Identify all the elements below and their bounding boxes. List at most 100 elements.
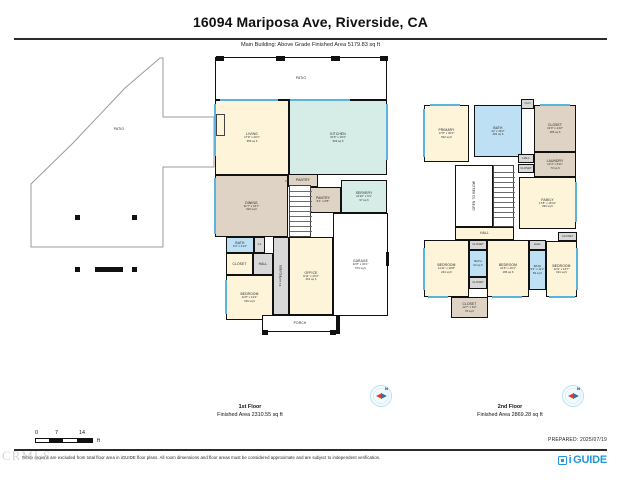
room-area: 676 sq ft xyxy=(355,265,366,270)
compass-north-label: N xyxy=(577,386,580,391)
patio-post xyxy=(216,56,224,61)
room-bath-2f-small: BATH 62 sq ft xyxy=(469,250,487,277)
room-dimension: 17'8" x 16'11" xyxy=(538,200,557,205)
window xyxy=(220,99,278,101)
porch-post xyxy=(330,330,336,335)
room-dimension: 22'8" x 30'1" xyxy=(352,262,369,267)
room-hall-2f-upper: HALL xyxy=(518,154,534,163)
room-label: BEDROOM xyxy=(240,292,259,297)
window xyxy=(430,104,460,106)
room-dimension: 31'5" x 19'4" xyxy=(330,135,346,140)
room-dimension: 21'7" x 16'7" xyxy=(243,203,260,208)
compass-rose-floor1: N xyxy=(370,385,392,407)
room-label: HALL xyxy=(522,155,530,160)
room-hall-2f-center: HALL xyxy=(455,227,514,240)
room-closet-2f-a: CLOSET xyxy=(518,164,534,173)
room-label: FOYER xyxy=(278,265,283,278)
compass-north-label: N xyxy=(385,386,388,391)
fireplace xyxy=(216,114,225,136)
staircase-2f xyxy=(493,165,515,227)
window xyxy=(290,99,350,101)
room-label: LIVING xyxy=(246,132,258,137)
room-label: KITCHEN xyxy=(330,132,346,137)
room-porch: PORCH xyxy=(262,315,338,332)
room-label: CLOSET xyxy=(561,233,574,238)
room-dimension: 11'8" x 14'2" xyxy=(241,295,258,300)
room-area: 669 sq ft xyxy=(332,138,344,143)
room-primary-bath: BATH 22' x 16'2" 281 sq ft xyxy=(474,105,522,157)
scale-tick-0: 0 xyxy=(35,430,38,436)
room-label: BATH xyxy=(474,259,482,264)
floor1-caption-area: Finished Area 2310.55 sq ft xyxy=(217,412,283,419)
floor2-caption: 2nd Floor Finished Area 2869.28 sq ft xyxy=(420,403,600,419)
compass-needle-north xyxy=(573,393,579,399)
patio-post xyxy=(132,267,137,272)
patio-post xyxy=(276,56,285,61)
room-area: 78 sq ft xyxy=(464,308,475,313)
room-dining: DINING 21'7" x 16'7" 316 sq ft xyxy=(215,175,288,237)
room-bedroom-1f: BEDROOM 11'8" x 14'2" 166 sq ft xyxy=(226,275,273,320)
scale-unit: ft xyxy=(97,438,100,444)
room-area: 97 sq ft xyxy=(359,197,369,202)
room-closet-2f-b: CLOSET xyxy=(469,240,487,250)
compass-inner-ring xyxy=(373,388,389,404)
floor1-caption: 1st Floor Finished Area 2310.55 sq ft xyxy=(150,403,350,419)
room-area: 201 sq ft xyxy=(305,277,317,282)
room-label: DINING xyxy=(245,200,258,205)
scale-bar-graphic xyxy=(35,438,93,443)
window xyxy=(214,178,216,234)
room-area: 62 sq ft xyxy=(473,262,483,267)
room-label: BATH xyxy=(493,125,503,130)
window xyxy=(540,104,570,106)
room-closet-2f-d: CLOSET xyxy=(558,232,577,241)
patio-post xyxy=(132,215,137,220)
room-dimension: 13'0" x 14'2" xyxy=(547,126,563,131)
room-dimension: 12'7" x 6'2" xyxy=(462,305,477,310)
room-label: HALL xyxy=(480,231,489,236)
room-dimension: 8'1" x 6'8" xyxy=(316,199,330,204)
room-area: 166 sq ft xyxy=(244,298,255,303)
room-label: CLOSET xyxy=(472,242,484,247)
scale-tick-14: 14 xyxy=(79,430,85,436)
room-dimension: 12'4" x 5'11" xyxy=(547,162,563,167)
room-area: 281 sq ft xyxy=(492,132,504,137)
room-dimension: 12'10" x 9'1" xyxy=(356,194,372,199)
room-kitchen: KITCHEN 31'5" x 19'4" 669 sq ft xyxy=(289,100,387,175)
room-label: PATIO xyxy=(113,126,125,131)
footer-divider xyxy=(14,449,607,451)
page-subtitle: Main Building: Above Grade Finished Area… xyxy=(241,42,380,48)
room-label: BEDROOM xyxy=(552,263,571,268)
room-area: 186 sq ft xyxy=(549,129,561,134)
window xyxy=(386,104,388,160)
room-label: GARAGE xyxy=(352,259,368,264)
window xyxy=(214,104,216,156)
room-label: CLOSET xyxy=(462,302,477,307)
room-closet-1f: CLOSET xyxy=(226,253,253,275)
window xyxy=(423,109,425,157)
room-bath-1f: BATH 9'4" x 4'10" xyxy=(226,237,254,253)
room-label: CLOSET xyxy=(232,261,247,266)
room-label: CLOSET xyxy=(547,123,563,128)
iguide-logo-i: i xyxy=(568,454,572,466)
room-dimension: 22' x 16'2" xyxy=(491,128,505,133)
scale-ticks: 0 7 14 xyxy=(35,430,99,438)
room-closet-2f-c: CLOSET xyxy=(469,277,487,289)
room-area: 73 sq ft xyxy=(550,165,560,170)
room-label: HALL xyxy=(533,242,542,247)
compass-needle-south xyxy=(376,393,382,399)
window xyxy=(428,296,448,298)
room-dimension: 17'9" x 20'1" xyxy=(244,135,260,140)
page-title: 16094 Mariposa Ave, Riverside, CA xyxy=(193,14,428,30)
room-label: PATIO xyxy=(295,76,307,81)
porch-post xyxy=(262,330,268,335)
iguide-logo: i GUIDE xyxy=(558,455,607,466)
patio-post xyxy=(331,56,340,61)
window xyxy=(225,280,227,314)
room-dimension: 12'6" x 16'1" xyxy=(500,266,516,271)
compass-needle-north xyxy=(381,393,387,399)
room-garage: GARAGE 22'8" x 30'1" 676 sq ft xyxy=(333,213,388,316)
room-label: FAMILY xyxy=(541,197,554,202)
room-dimension: 9'4" x 11'2" xyxy=(530,267,545,272)
window xyxy=(575,182,577,222)
floor2-caption-area: Finished Area 2869.28 sq ft xyxy=(477,412,543,419)
